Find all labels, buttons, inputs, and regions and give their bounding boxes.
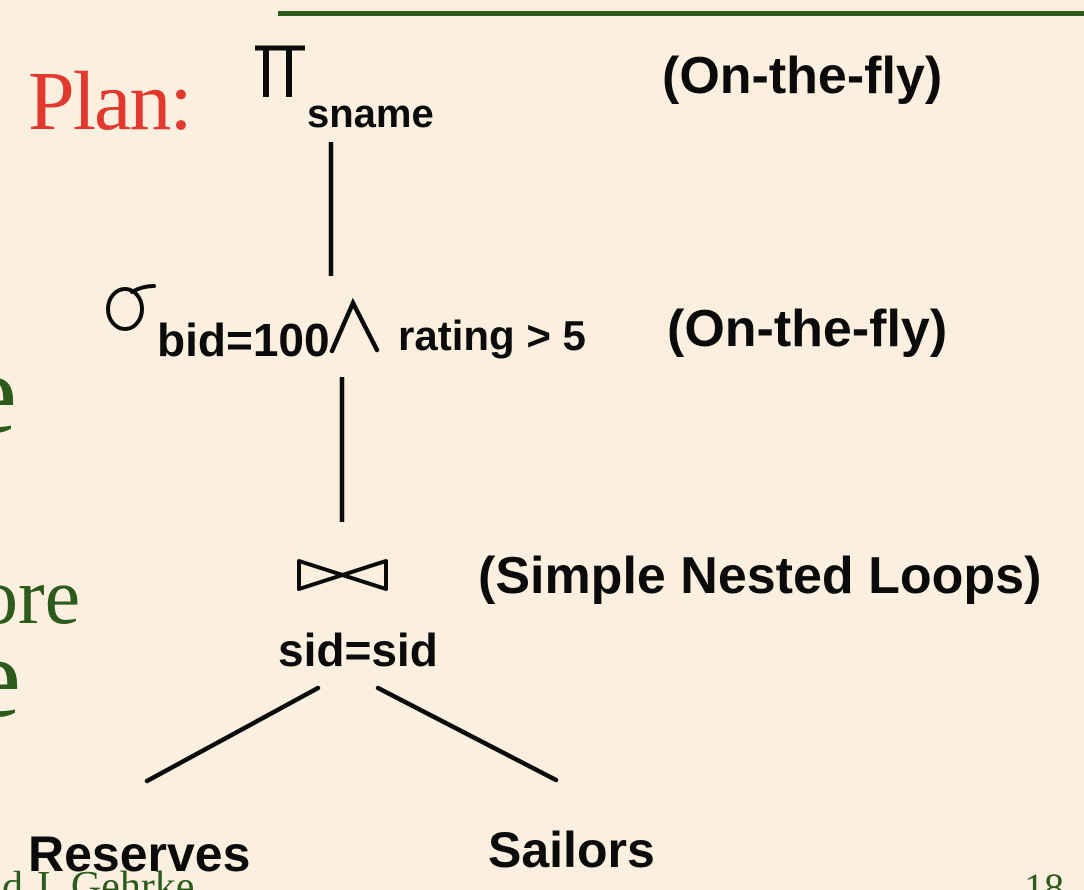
projection-operator-icon: [255, 45, 305, 97]
left-edge-fragment-middle: ore: [0, 553, 81, 641]
left-edge-fragment-bottom: e: [0, 620, 21, 735]
page-number: 18: [1024, 865, 1064, 890]
annotation-selection: (On-the-fly): [667, 300, 948, 358]
table-sailors: Sailors: [488, 822, 655, 878]
top-divider-line: [278, 11, 1084, 16]
slide-title: Plan:: [28, 55, 193, 148]
selection-subscript: bid=100: [157, 314, 330, 366]
table-reserves: Reserves: [28, 826, 251, 882]
edge-join-reserves: [144, 685, 321, 784]
projection-subscript: sname: [307, 92, 434, 136]
and-connector-icon: [329, 297, 380, 354]
selection-operator-icon: [106, 284, 156, 331]
join-subscript: sid=sid: [278, 624, 438, 676]
left-edge-fragment-top: e: [0, 336, 17, 451]
annotation-projection: (On-the-fly): [662, 47, 943, 105]
footer-author-fragment: d J. Gehrke: [2, 864, 195, 890]
annotation-join: (Simple Nested Loops): [478, 547, 1042, 605]
selection-condition-2: rating > 5: [398, 312, 586, 359]
edge-join-sailors: [375, 685, 559, 783]
join-operator-icon: [297, 559, 388, 591]
